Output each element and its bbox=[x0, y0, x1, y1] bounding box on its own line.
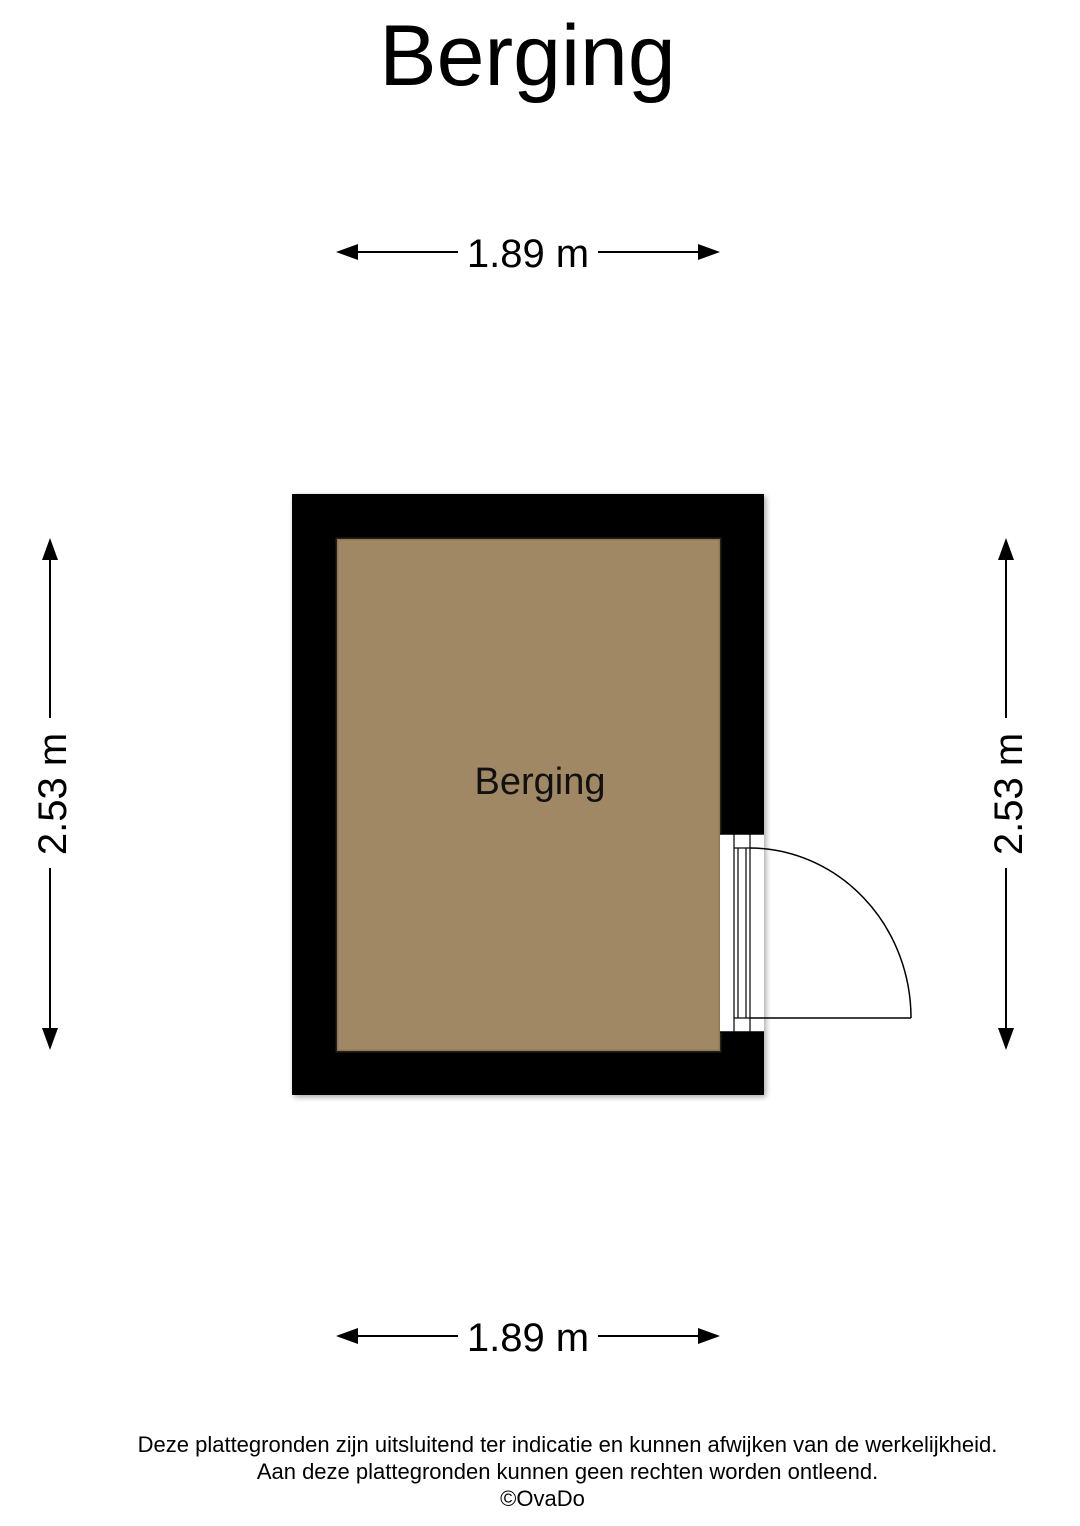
door-swing-arc bbox=[749, 847, 912, 1019]
copyright: ©OvaDo bbox=[500, 1486, 585, 1511]
dimension-bottom: 1.89 m bbox=[336, 1316, 720, 1360]
dimension-bottom-label: 1.89 m bbox=[467, 1316, 589, 1360]
door bbox=[720, 833, 912, 1033]
room-label: Berging bbox=[475, 761, 606, 803]
page-title: Berging bbox=[379, 8, 676, 104]
dimension-top: 1.89 m bbox=[336, 232, 720, 276]
dimension-right-label: 2.53 m bbox=[987, 733, 1031, 855]
dimension-left: 2.53 m bbox=[31, 538, 75, 1050]
dimension-top-label: 1.89 m bbox=[467, 232, 589, 276]
disclaimer-line-1: Deze plattegronden zijn uitsluitend ter … bbox=[137, 1432, 998, 1457]
dimension-right: 2.53 m bbox=[987, 538, 1031, 1050]
dimension-left-label: 2.53 m bbox=[31, 733, 75, 855]
disclaimer-line-2: Aan deze plattegronden kunnen geen recht… bbox=[256, 1459, 879, 1484]
room-floor bbox=[337, 539, 720, 1051]
